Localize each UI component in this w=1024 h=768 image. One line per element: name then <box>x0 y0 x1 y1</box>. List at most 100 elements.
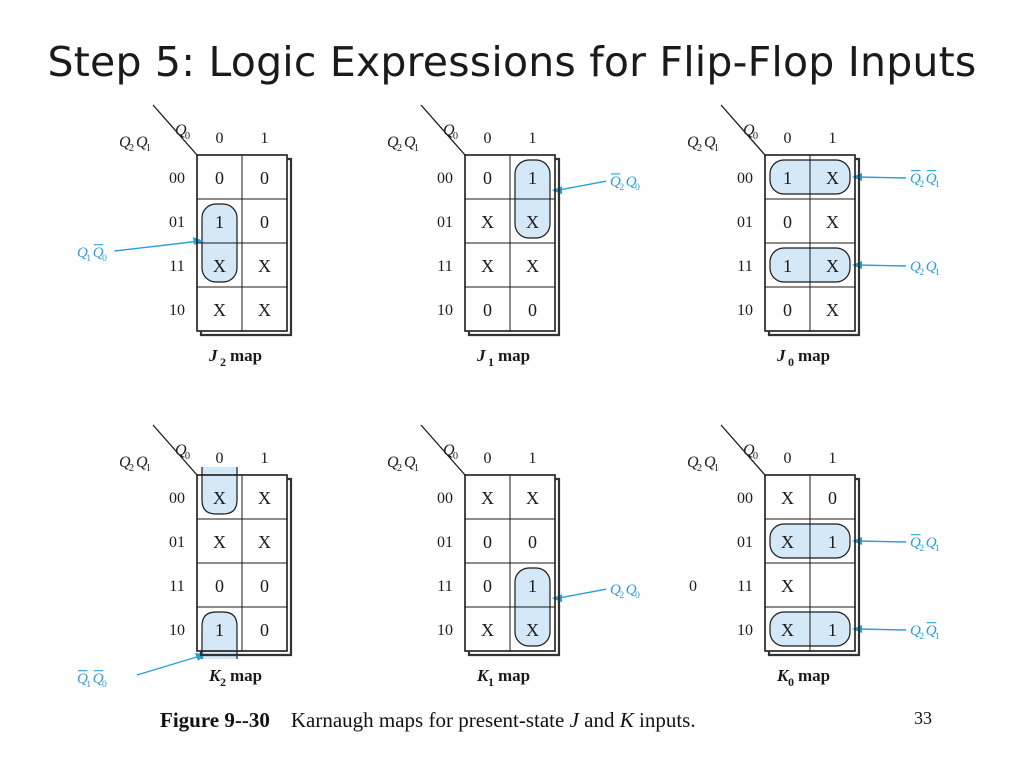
q-subscript: 1 <box>935 631 940 642</box>
map-subscript: 1 <box>488 355 494 369</box>
col-label: 0 <box>484 450 492 467</box>
kmap-shadow <box>767 157 861 337</box>
q-literal: Q2 <box>687 134 702 154</box>
q-literal: Q2 <box>910 534 924 554</box>
group-arrow-head <box>193 237 204 245</box>
map-word: map <box>798 666 830 685</box>
row-label: 10 <box>737 302 753 319</box>
q-letter: Q <box>610 174 621 190</box>
col-label: 1 <box>829 130 837 147</box>
q-letter: Q <box>136 454 148 471</box>
map-subscript: 1 <box>488 675 494 689</box>
q-literal: Q2 <box>610 582 624 601</box>
row-label: 00 <box>737 170 753 187</box>
q-letter: Q <box>93 671 104 687</box>
q-letter: Q <box>443 442 455 459</box>
q-letter: Q <box>119 134 131 151</box>
map-word: map <box>230 346 262 365</box>
q-literal: Q0 <box>743 122 758 142</box>
q-subscript: 2 <box>619 590 624 601</box>
q-letter: Q <box>910 171 921 187</box>
col-label: 0 <box>784 450 792 467</box>
q-literal: Q0 <box>443 442 458 462</box>
kmap-cell: X <box>258 488 271 508</box>
kmap-cell: X <box>481 620 494 640</box>
group-arrow <box>857 540 907 543</box>
col-label: 0 <box>216 450 224 467</box>
q-literal: Q0 <box>175 122 190 142</box>
caption-text-2: inputs. <box>639 708 696 732</box>
map-word: map <box>230 666 262 685</box>
kmap-shadow <box>467 477 561 657</box>
kmap-cell: X <box>258 532 271 552</box>
q-subscript: 2 <box>919 543 924 554</box>
map-subscript: 0 <box>788 675 794 689</box>
kmap-cell: 0 <box>828 488 837 508</box>
kmap-cell: 0 <box>483 168 492 188</box>
q-letter: Q <box>704 454 716 471</box>
kmap-cell: X <box>481 488 494 508</box>
kmap-cell: 0 <box>215 168 224 188</box>
kmap-cell: 1 <box>783 256 792 276</box>
group-loop <box>201 467 238 515</box>
q-literal: Q2 <box>387 134 402 154</box>
q-letter: Q <box>704 134 716 151</box>
q-letter: Q <box>93 245 104 261</box>
kmap-cell: 0 <box>483 300 492 320</box>
kmap-cell: X <box>526 488 539 508</box>
q-subscript: 1 <box>414 143 419 154</box>
q-subscript: 1 <box>714 463 719 474</box>
q-subscript: 2 <box>919 631 924 642</box>
group-arrow <box>857 176 907 179</box>
q-literal: Q1 <box>704 454 719 474</box>
q-literal: Q1 <box>704 134 719 154</box>
row-label: 01 <box>437 534 453 551</box>
group-arrow <box>114 240 201 252</box>
kmap-cell: X <box>481 256 494 276</box>
q-letter: Q <box>926 259 937 275</box>
q-literal: Q1 <box>404 454 419 474</box>
row-label: 11 <box>737 578 752 595</box>
q-subscript: 1 <box>935 543 940 554</box>
kmap-cell: 1 <box>215 212 224 232</box>
q-subscript: 2 <box>129 143 134 154</box>
map-word: map <box>498 346 530 365</box>
q-literal: Q1 <box>926 259 940 278</box>
kmap-cell: 1 <box>783 168 792 188</box>
row-label: 00 <box>437 490 453 507</box>
q-letter: Q <box>743 122 755 139</box>
kmap-cell: X <box>526 256 539 276</box>
q-literal: Q0 <box>93 670 107 690</box>
q-letter: Q <box>926 171 937 187</box>
q-letter: Q <box>687 134 699 151</box>
q-subscript: 1 <box>414 463 419 474</box>
kmap-cell: 1 <box>528 576 537 596</box>
group-arrow-head <box>852 537 862 545</box>
kmap-shadow <box>467 157 561 337</box>
kmap-cell: X <box>481 212 494 232</box>
q-letter: Q <box>387 134 399 151</box>
q-literal: Q1 <box>926 535 940 554</box>
q-letter: Q <box>743 442 755 459</box>
q-letter: Q <box>404 134 416 151</box>
group-arrow <box>857 264 907 267</box>
group-arrow <box>557 588 607 599</box>
q-literal: Q2 <box>910 170 924 190</box>
q-subscript: 0 <box>102 253 107 264</box>
q-literal: Q2 <box>610 173 624 193</box>
map-subscript: 0 <box>788 355 794 369</box>
map-subscript: 2 <box>220 675 226 689</box>
group-arrow-head <box>552 594 562 603</box>
q-subscript: 1 <box>146 143 151 154</box>
map-word: map <box>498 666 530 685</box>
q-literal: Q1 <box>77 670 91 690</box>
kmap-cell: X <box>526 620 539 640</box>
row-label: 01 <box>737 214 753 231</box>
group-arrow-head <box>852 261 862 269</box>
q-subscript: 0 <box>453 451 458 462</box>
kmap-cell: 0 <box>260 212 269 232</box>
kmap-shadow <box>199 157 293 337</box>
